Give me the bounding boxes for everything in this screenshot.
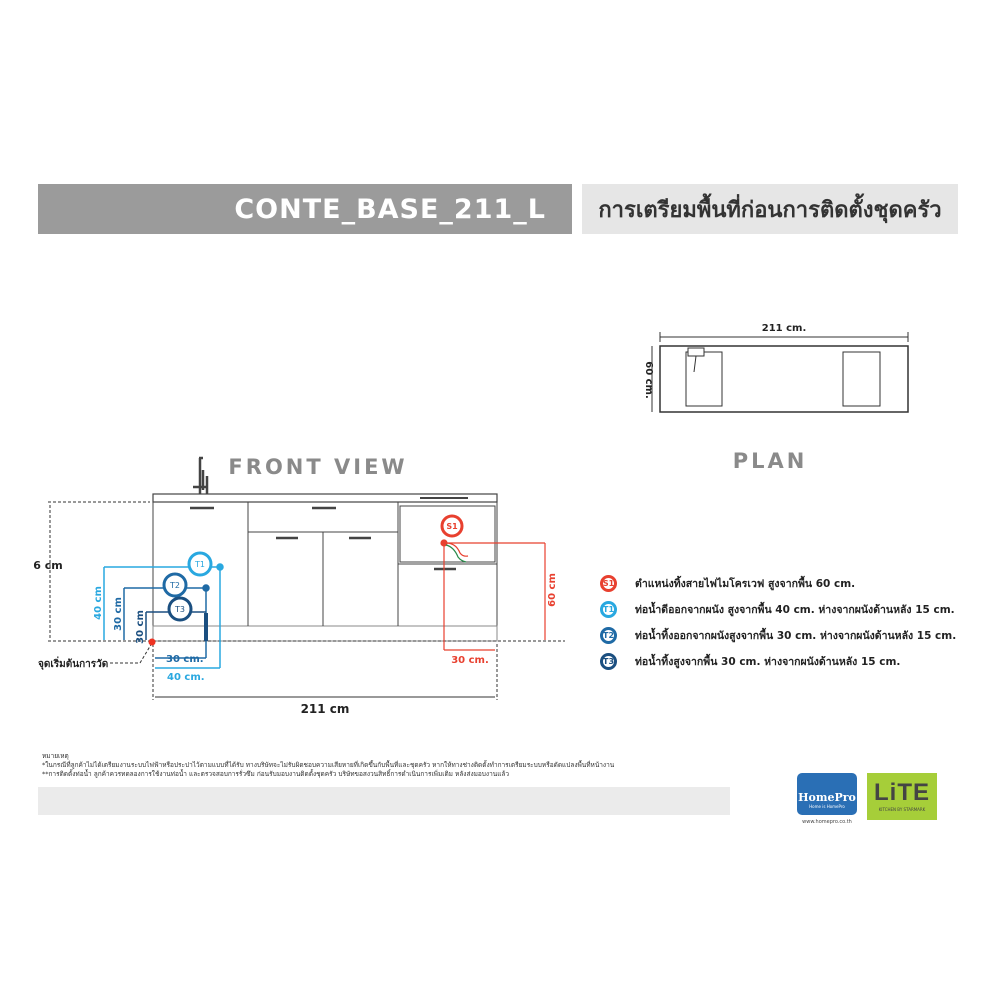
s1-height-label: 60 cm	[547, 573, 558, 607]
legend-text: ท่อน้ำทิ้งออกจากผนังสูงจากพื้น 30 cm. ห่…	[635, 630, 957, 642]
t3-marker	[145, 596, 208, 641]
legend-item-t2: T2 ท่อน้ำทิ้งออกจากผนังสูงจากพื้น 30 cm. …	[600, 627, 956, 644]
t1-marker	[103, 551, 224, 669]
note-line: **การติดตั้งท่อน้ำ ลูกค้าควรทดลองการใช้ง…	[42, 770, 510, 778]
plan-depth-label: 60 cm.	[643, 361, 654, 399]
faucet-icon	[193, 456, 209, 494]
t3-badge-icon: T3	[600, 653, 617, 670]
s1-marker	[440, 514, 546, 651]
t2-badge-icon: T2	[600, 627, 617, 644]
plan-sink	[685, 351, 723, 407]
start-point-marker	[148, 638, 156, 646]
t1-distance-label: 40 cm.	[167, 672, 205, 683]
s1-code: S1	[446, 522, 458, 531]
plan-countertop	[659, 345, 909, 413]
start-point-label: จุดเริ่มต้นการวัด	[38, 656, 108, 670]
t1-badge-icon: T1	[600, 601, 617, 618]
t3-height-label: 30 cm	[135, 610, 146, 644]
lite-name: LiTE	[874, 779, 930, 806]
s1-badge-icon: S1	[600, 575, 617, 592]
s1-distance-label: 30 cm.	[451, 655, 489, 666]
notes: หมายเหตุ *ในกรณีที่ลูกค้าไม่ได้เตรียมงาน…	[42, 752, 614, 779]
t3-code: T3	[174, 605, 185, 614]
homepro-tagline: Home is HomePro	[809, 804, 845, 809]
legend-item-t3: T3 ท่อน้ำทิ้งสูงจากพื้น 30 cm. ห่างจากผนั…	[600, 653, 900, 670]
legend-item-s1: S1 ตำแหน่งทิ้งสายไฟไมโครเวฟ สูงจากพื้น 60…	[600, 575, 855, 592]
plan-width-label: 211 cm.	[762, 323, 807, 334]
note-line: *ในกรณีที่ลูกค้าไม่ได้เตรียมงานระบบไฟฟ้า…	[42, 761, 615, 769]
height-label: 6 cm	[33, 559, 62, 572]
t2-distance-label: 30 cm.	[166, 654, 204, 665]
lite-tagline: KITCHEN BY STARMARK	[878, 807, 926, 812]
t2-marker	[123, 572, 210, 659]
model-header: CONTE_BASE_211_L	[38, 184, 572, 234]
legend-text: ท่อน้ำดีออกจากผนัง สูงจากพื้น 40 cm. ห่า…	[635, 604, 955, 616]
model-name: CONTE_BASE_211_L	[234, 193, 546, 225]
footer-bar	[38, 787, 730, 815]
notes-heading: หมายเหตุ	[42, 752, 69, 760]
front-view-title: FRONT VIEW	[228, 455, 407, 479]
homepro-name: HomePro	[798, 791, 856, 804]
plan-title: PLAN	[733, 449, 808, 473]
page-title: การเตรียมพื้นที่ก่อนการติดตั้งชุดครัว	[582, 184, 958, 234]
homepro-url: www.homepro.co.th	[802, 819, 852, 825]
t1-code: T1	[194, 560, 205, 569]
plan-hob	[842, 351, 881, 407]
legend-item-t1: T1 ท่อน้ำดีออกจากผนัง สูงจากพื้น 40 cm. ห…	[600, 601, 955, 618]
legend-text: ท่อน้ำทิ้งสูงจากพื้น 30 cm. ห่างจากผนังด…	[635, 656, 901, 668]
t2-code: T2	[169, 581, 180, 590]
legend-text: ตำแหน่งทิ้งสายไฟไมโครเวฟ สูงจากพื้น 60 c…	[635, 578, 856, 590]
plan-faucet-icon	[687, 347, 705, 357]
plan-view	[651, 332, 909, 413]
width-label: 211 cm	[301, 702, 350, 716]
t1-height-label: 40 cm	[93, 586, 104, 620]
title-text: การเตรียมพื้นที่ก่อนการติดตั้งชุดครัว	[598, 197, 942, 223]
t2-height-label: 30 cm	[113, 597, 124, 631]
